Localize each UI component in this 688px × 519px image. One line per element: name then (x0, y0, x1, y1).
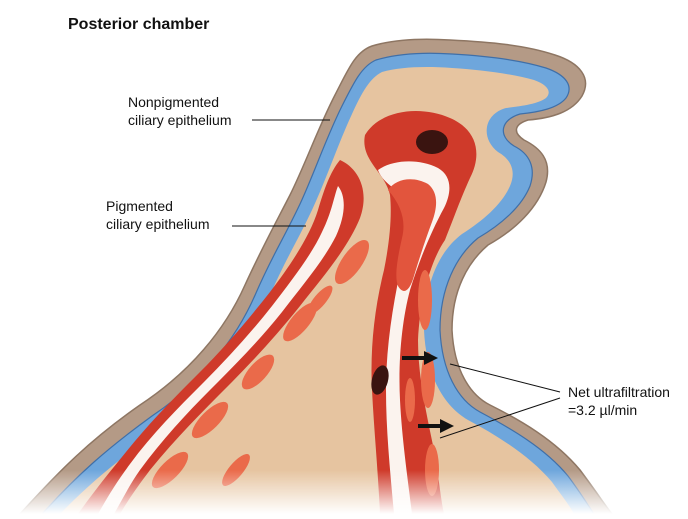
label-ultrafiltration-line1: Net ultrafiltration (568, 382, 670, 402)
bottom-fade (0, 470, 688, 514)
label-pigmented-line1: Pigmented (106, 196, 173, 216)
label-pigmented-line2: ciliary epithelium (106, 214, 209, 234)
diagram-title: Posterior chamber (68, 16, 209, 34)
label-nonpigmented-line2: ciliary epithelium (128, 110, 231, 130)
label-ultrafiltration-line2: =3.2 µl/min (568, 400, 637, 420)
label-nonpigmented-line1: Nonpigmented (128, 92, 219, 112)
red-blood-cell (416, 130, 448, 154)
